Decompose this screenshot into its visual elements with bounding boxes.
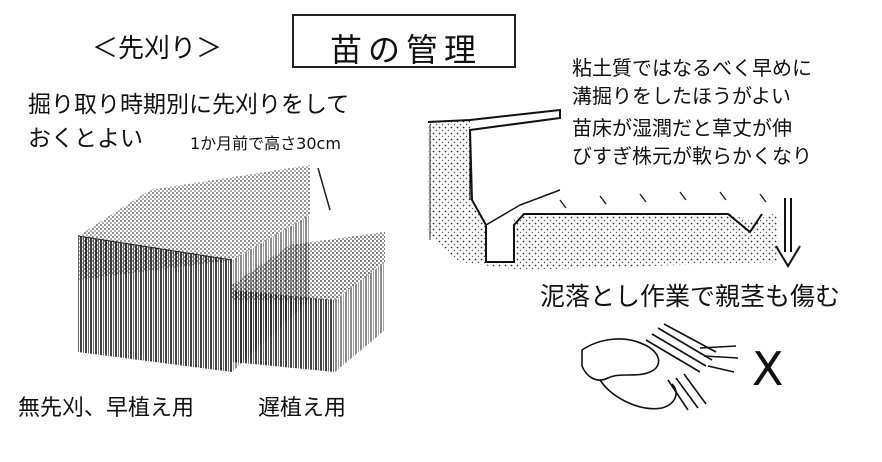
seedling-block-cut <box>232 232 385 372</box>
soil-note-line-3: 苗床が湿潤だと草丈が伸 <box>572 116 792 140</box>
advice-line-1: 掘り取り時期別に先刈りをして <box>28 92 350 118</box>
soil-note-line-4: びすぎ株元が軟らかくなり <box>572 144 812 168</box>
section-heading-sakigari: ＜先刈り＞ <box>92 34 223 64</box>
soil-note-line-1: 粘土質ではなるべく早めに <box>572 56 812 80</box>
label-late-planting: 遅植え用 <box>258 396 347 421</box>
soil-note-line-2: 溝掘りをしたほうがよい <box>572 84 791 108</box>
advice-line-2: おくとよい <box>28 126 143 152</box>
title-frame: 苗の管理 <box>292 14 516 69</box>
down-arrow-icon <box>775 198 801 268</box>
hands-pulling-seedlings <box>581 323 739 411</box>
height-note: 1か月前で高さ30cm <box>190 134 341 153</box>
label-no-cut-early-planting: 無先刈、早植え用 <box>18 396 195 421</box>
page-title: 苗の管理 <box>330 31 483 69</box>
mud-removal-warning: 泥落とし作業で親茎も傷む <box>540 282 841 311</box>
height-pointer <box>317 167 331 211</box>
wrong-mark: X <box>752 342 784 396</box>
soil-cross-section <box>427 108 778 270</box>
